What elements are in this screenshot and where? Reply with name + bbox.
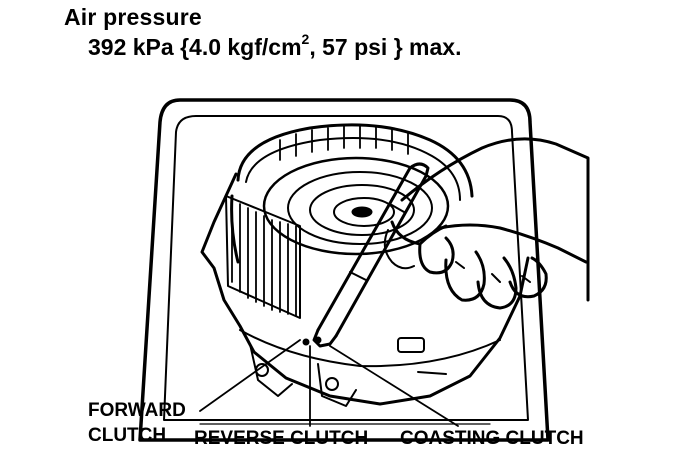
callout-leader-lines bbox=[199, 339, 459, 427]
clutch-drum bbox=[225, 123, 474, 319]
technician-hand bbox=[383, 137, 590, 310]
spec-rest: , 57 psi } max. bbox=[309, 34, 462, 60]
spec-value: 392 kPa {4.0 kgf/cm bbox=[88, 34, 302, 60]
spec-superscript: 2 bbox=[301, 31, 310, 48]
air-pressure-heading: Air pressure bbox=[64, 4, 202, 30]
forward-clutch-label-line1: FORWARD bbox=[88, 400, 186, 421]
air-nozzle bbox=[312, 162, 430, 348]
transmission-case bbox=[200, 172, 530, 407]
oil-pan-tray bbox=[138, 98, 550, 442]
coasting-clutch-label: COASTING CLUTCH bbox=[400, 428, 584, 449]
forward-clutch-label-line2: CLUTCH bbox=[88, 425, 167, 446]
air-pressure-spec: 392 kPa {4.0 kgf/cm2, 57 psi } max. bbox=[88, 31, 462, 61]
forward-clutch-label: FORWARD CLUTCH bbox=[88, 400, 186, 447]
reverse-clutch-label: REVERSE CLUTCH bbox=[194, 428, 369, 449]
